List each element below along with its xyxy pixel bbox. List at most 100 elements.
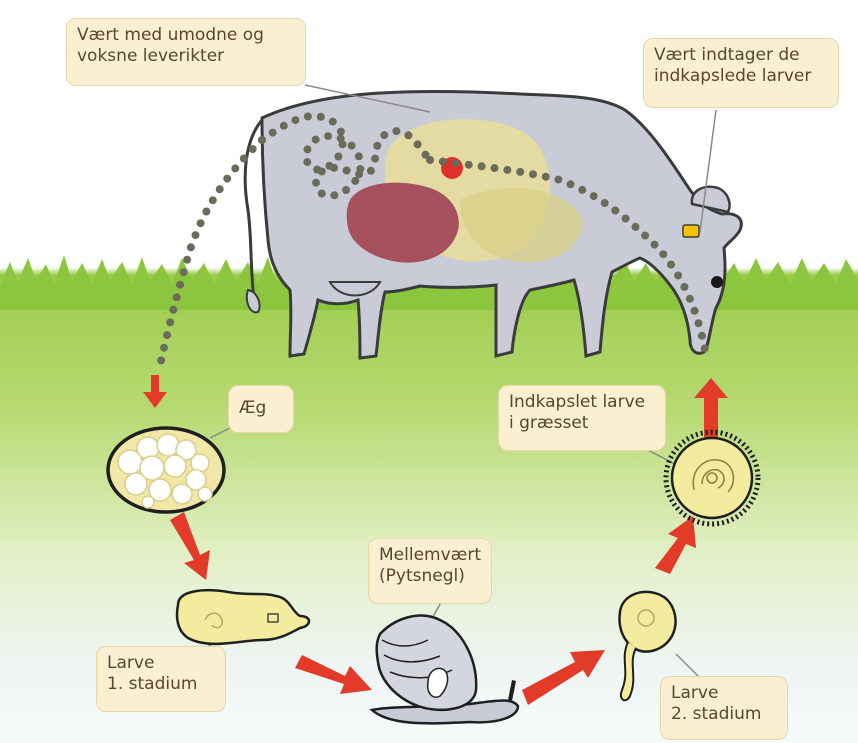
path-dot xyxy=(343,167,351,175)
path-dot xyxy=(651,241,659,249)
path-dot xyxy=(176,281,184,289)
path-dot xyxy=(542,173,550,181)
path-dot xyxy=(491,164,499,172)
path-dot xyxy=(695,319,703,327)
path-dot xyxy=(334,153,342,161)
path-dot xyxy=(183,256,191,264)
path-dot xyxy=(601,199,609,207)
path-dot xyxy=(567,180,575,188)
path-dot xyxy=(355,152,363,160)
path-dot xyxy=(367,167,375,175)
path-dot xyxy=(355,170,363,178)
path-dot xyxy=(173,293,181,301)
callout-larva2-line2: 2. stadium xyxy=(671,704,777,725)
path-dot xyxy=(426,156,434,164)
callout-egg-text: Æg xyxy=(239,398,283,419)
path-dot xyxy=(632,223,640,231)
callout-host-ingests-line1: Vært indtager de xyxy=(654,45,828,66)
path-dot xyxy=(216,185,224,193)
path-dot xyxy=(342,186,350,194)
path-dot xyxy=(209,196,217,204)
callout-intermediate-line1: Mellemvært xyxy=(379,545,481,566)
callout-larva2: Larve 2. stadium xyxy=(660,676,788,740)
path-dot xyxy=(304,145,312,153)
path-dot xyxy=(249,145,257,153)
path-dot xyxy=(280,122,288,130)
path-dot xyxy=(304,113,312,121)
path-dot xyxy=(622,215,630,223)
path-dot xyxy=(157,356,165,364)
callout-intermediate-line2: (Pytsnegl) xyxy=(379,566,481,587)
callout-larva2-line1: Larve xyxy=(671,683,777,704)
path-dot xyxy=(197,219,205,227)
path-dot xyxy=(317,113,325,121)
path-dot xyxy=(169,306,177,314)
callout-larva1-line1: Larve xyxy=(107,653,215,674)
path-dot xyxy=(392,127,400,135)
path-dot xyxy=(529,170,537,178)
path-dot xyxy=(330,164,338,172)
callout-host-ingests-line2: indkapslede larver xyxy=(654,66,828,87)
path-dot xyxy=(414,140,422,148)
callout-encysted-line2: i græsset xyxy=(509,413,655,434)
cow-eye xyxy=(711,276,723,288)
callout-larva1: Larve 1. stadium xyxy=(96,646,226,712)
path-dot xyxy=(452,159,460,167)
path-dot xyxy=(701,344,709,352)
path-dot xyxy=(611,207,619,215)
path-dot xyxy=(691,307,699,315)
path-dot xyxy=(192,231,200,239)
path-dot xyxy=(351,177,359,185)
callout-host-adult-line2: voksne leverikter xyxy=(77,46,295,67)
path-dot xyxy=(329,118,337,126)
path-dot xyxy=(231,164,239,172)
callout-egg: Æg xyxy=(228,385,294,433)
path-dot xyxy=(659,250,667,258)
path-dot xyxy=(680,283,688,291)
path-dot xyxy=(303,158,311,166)
path-dot xyxy=(187,243,195,251)
path-dot xyxy=(324,132,332,140)
egg xyxy=(108,428,224,512)
path-dot xyxy=(439,158,447,166)
callout-larva1-line2: 1. stadium xyxy=(107,674,215,695)
path-dot xyxy=(223,175,231,183)
path-dot xyxy=(373,142,381,150)
path-dot xyxy=(404,131,412,139)
path-dot xyxy=(160,344,168,352)
path-dot xyxy=(578,186,586,194)
path-dot xyxy=(166,318,174,326)
path-dot xyxy=(465,161,473,169)
path-dot xyxy=(269,129,277,137)
path-dot xyxy=(240,155,248,163)
path-dot xyxy=(202,208,210,216)
callout-encysted: Indkapslet larve i græsset xyxy=(498,385,666,451)
path-dot xyxy=(312,179,320,187)
callout-encysted-line1: Indkapslet larve xyxy=(509,392,655,413)
path-dot xyxy=(163,331,171,339)
path-dot xyxy=(330,191,338,199)
path-dot xyxy=(641,232,649,240)
path-dot xyxy=(686,295,694,303)
path-dot xyxy=(337,135,345,143)
path-dot xyxy=(667,261,675,269)
path-dot xyxy=(698,332,706,340)
path-dot xyxy=(348,142,356,150)
path-dot xyxy=(318,168,326,176)
path-dot xyxy=(312,136,320,144)
callout-host-adult: Vært med umodne og voksne leverikter xyxy=(66,18,306,86)
path-dot xyxy=(337,128,345,136)
path-dot xyxy=(516,168,524,176)
path-dot xyxy=(478,162,486,170)
path-dot xyxy=(380,131,388,139)
path-dot xyxy=(371,155,379,163)
path-dot xyxy=(291,116,299,124)
path-dot xyxy=(674,272,682,280)
path-dot xyxy=(318,190,326,198)
callout-host-adult-line1: Vært med umodne og xyxy=(77,25,295,46)
callout-host-ingests: Vært indtager de indkapslede larver xyxy=(643,38,839,108)
path-dot xyxy=(590,192,598,200)
path-dot xyxy=(180,268,188,276)
